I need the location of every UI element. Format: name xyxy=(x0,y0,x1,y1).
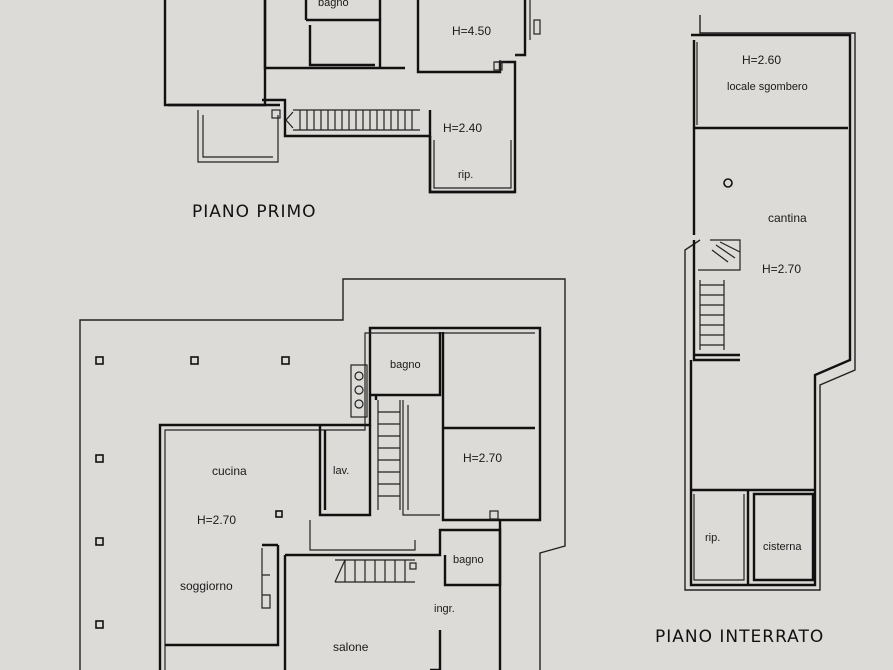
label-soggiorno: soggiorno xyxy=(180,579,233,593)
label-height-primo-main: H=4.50 xyxy=(452,24,491,38)
label-bagno-primo: bagno xyxy=(318,0,349,9)
label-rip-primo: rip. xyxy=(458,169,473,181)
label-height-sgombero: H=2.60 xyxy=(742,53,781,67)
label-bagno-terra: bagno xyxy=(390,359,421,371)
label-salone: salone xyxy=(333,640,369,654)
piano-primo-plan: bagno H=4.50 H=2.40 rip. PIANO PRIMO xyxy=(163,0,541,222)
label-cantina: cantina xyxy=(768,211,807,225)
label-locale-sgombero: locale sgombero xyxy=(727,81,808,93)
label-height-cantina: H=2.70 xyxy=(762,262,801,276)
label-bagno-small: bagno xyxy=(453,554,484,566)
label-height-right: H=2.70 xyxy=(463,451,502,465)
label-height-cucina: H=2.70 xyxy=(197,513,236,527)
stairs-primo xyxy=(285,109,420,131)
label-rip-interrato: rip. xyxy=(705,532,720,544)
label-lav: lav. xyxy=(333,465,349,477)
piano-interrato-plan: H=2.60 locale sgombero cantina H=2.70 ri… xyxy=(655,15,856,647)
label-ingr: ingr. xyxy=(434,603,455,615)
piano-terra-plan: bagno cucina H=2.70 lav. H=2.70 bagno so… xyxy=(79,278,566,670)
title-piano-interrato: PIANO INTERRATO xyxy=(655,627,824,647)
label-cucina: cucina xyxy=(212,464,247,478)
label-cisterna: cisterna xyxy=(763,541,802,553)
label-height-primo-stairs: H=2.40 xyxy=(443,121,482,135)
stairs-terra xyxy=(334,400,415,583)
title-piano-primo: PIANO PRIMO xyxy=(192,202,317,222)
stairs-interrato xyxy=(692,239,741,362)
